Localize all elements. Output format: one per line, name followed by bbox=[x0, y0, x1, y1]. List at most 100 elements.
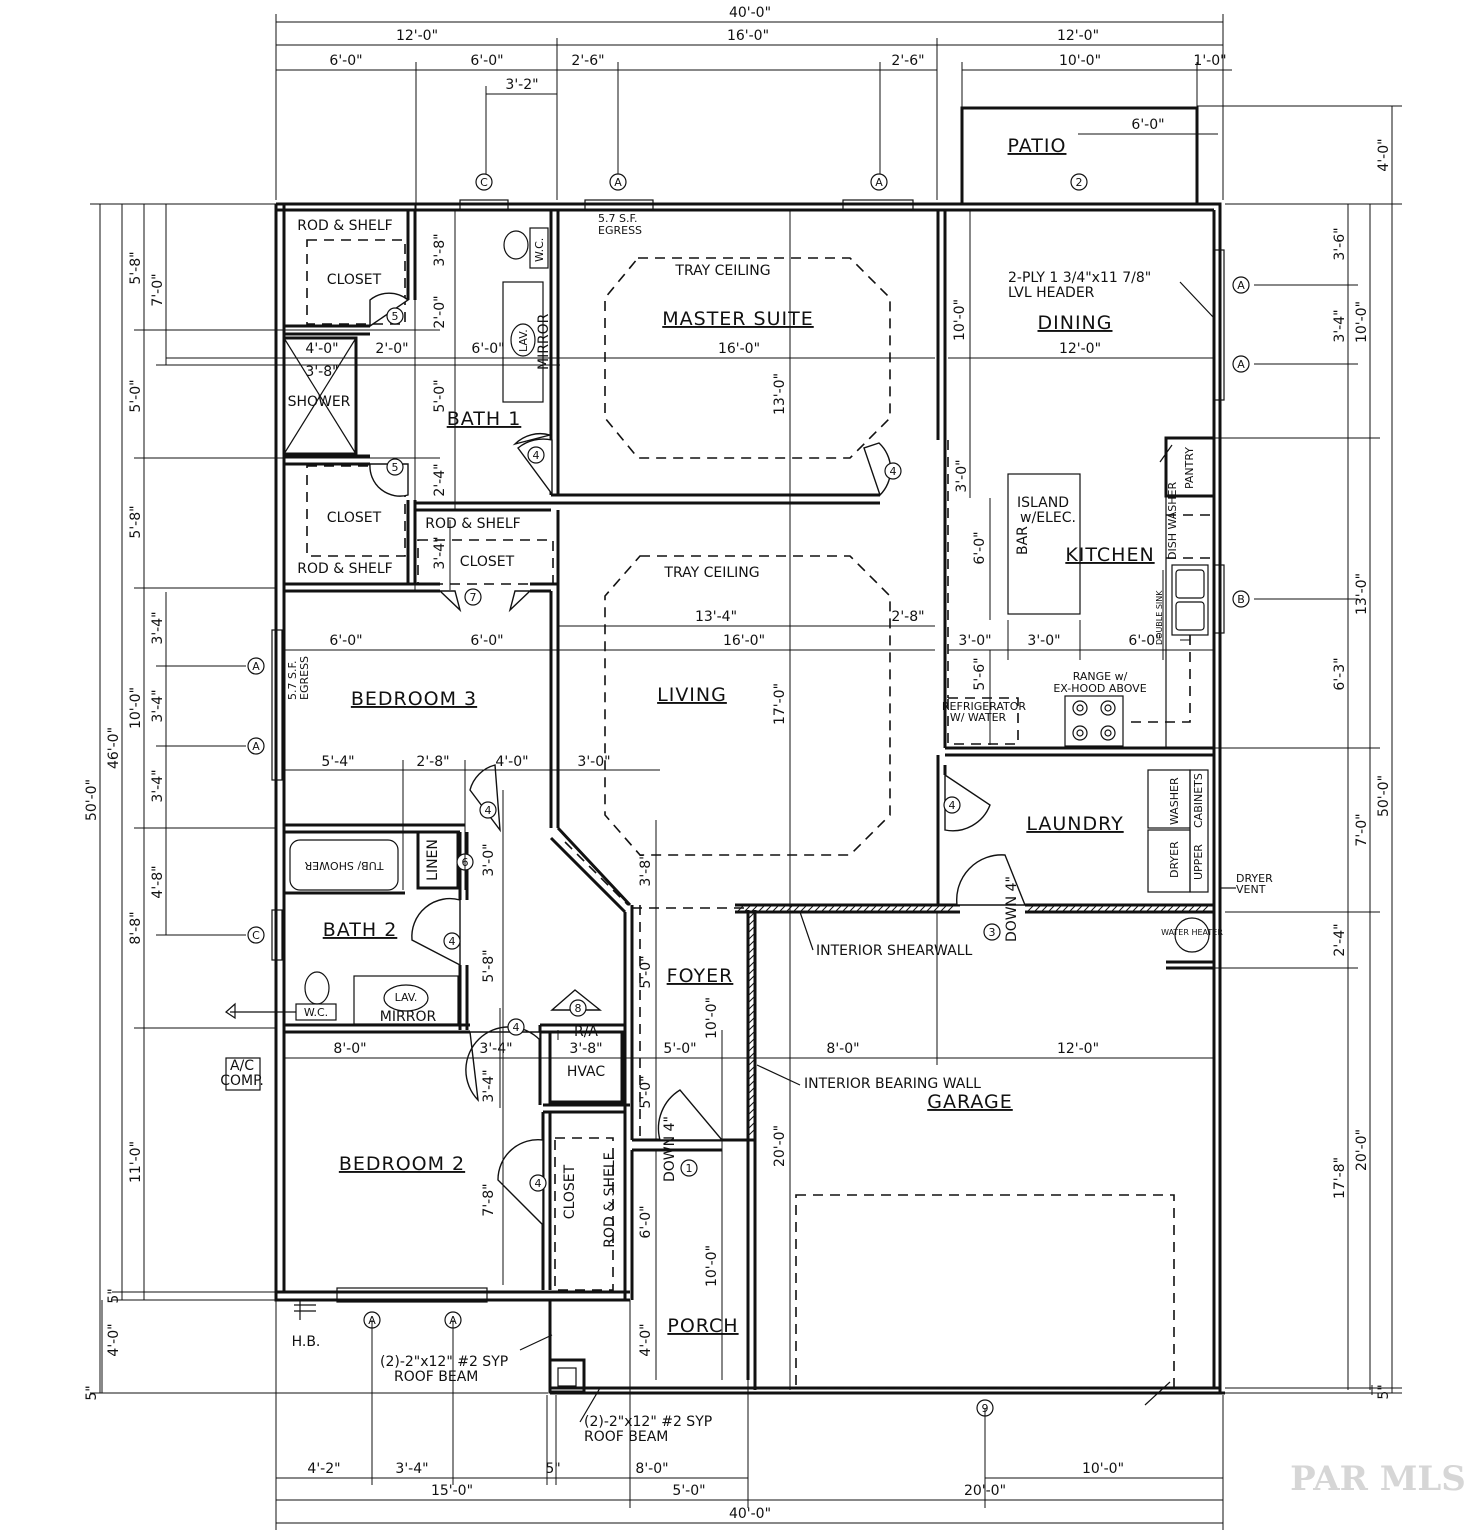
dim-16: 16'-0" bbox=[727, 28, 769, 44]
note-hose-bib: H.B. bbox=[292, 1334, 321, 1350]
note-fridge-1: REFRIGERATOR bbox=[942, 700, 1027, 713]
dim-bottom-4-2: 4'-2" bbox=[307, 1461, 340, 1477]
dim-right-50: 50'-0" bbox=[1376, 775, 1392, 817]
callout-tag-circle bbox=[247, 657, 265, 675]
note-island-elec: w/ELEC. bbox=[1020, 510, 1076, 526]
hatch-line bbox=[747, 1030, 756, 1039]
dim-left-5in-b: 5" bbox=[106, 1288, 122, 1303]
dim-6b: 6'-0" bbox=[470, 53, 503, 69]
hatch-line bbox=[1026, 904, 1035, 913]
dim-garage-12: 12'-0" bbox=[1057, 1041, 1099, 1057]
note-lav-bath1: LAV. bbox=[517, 329, 530, 352]
dim-living-2-8: 2'-8" bbox=[891, 609, 924, 625]
dim-bath1-5-0: 5'-0" bbox=[432, 379, 448, 412]
dim-left-4: 4'-0" bbox=[106, 1323, 122, 1356]
dim-hall-3-4: 3'-4" bbox=[479, 1041, 512, 1057]
top-dimensions: 40'-0" 12'-0" 16'-0" 12'-0" 6'-0" 6'-0" … bbox=[275, 5, 1232, 210]
hatch-line bbox=[747, 1086, 756, 1095]
dim-bed2-7-8: 7'-8" bbox=[481, 1183, 497, 1216]
dim-foyer-5c: 5'-0" bbox=[663, 1041, 696, 1057]
dashed-elements bbox=[306, 239, 1214, 1389]
hatch-line bbox=[1138, 904, 1147, 913]
hatch-line bbox=[743, 904, 752, 913]
note-wc-bath2: W.C. bbox=[304, 1006, 328, 1019]
dim-left-5a: 5'-0" bbox=[128, 379, 144, 412]
callout-tag-circle bbox=[569, 999, 587, 1017]
hatch-line bbox=[747, 1121, 756, 1130]
pantry-label: PANTRY bbox=[1183, 447, 1196, 489]
note-roof-beam-2b: ROOF BEAM bbox=[584, 1429, 668, 1445]
note-lvl-header-2: LVL HEADER bbox=[1008, 285, 1095, 301]
callout-tag: A bbox=[247, 737, 265, 755]
room-label-foyer: FOYER bbox=[667, 965, 734, 987]
callout-tag-circle bbox=[464, 588, 482, 606]
closet-label-4: CLOSET bbox=[562, 1164, 578, 1219]
hatch-line bbox=[747, 911, 756, 920]
callout-tag: A bbox=[609, 173, 627, 191]
hatch-line bbox=[747, 1065, 756, 1074]
callout-tag-label: 4 bbox=[535, 1177, 542, 1190]
callout-tag: C bbox=[247, 926, 265, 944]
dim-right-17-8: 17'-8" bbox=[1332, 1157, 1348, 1199]
dim-bottom-15: 15'-0" bbox=[431, 1483, 473, 1499]
hatch-line bbox=[747, 1058, 756, 1067]
hatch-line bbox=[1110, 904, 1119, 913]
hatch-line bbox=[1124, 904, 1133, 913]
hatch-line bbox=[1117, 904, 1126, 913]
dim-2-6b: 2'-6" bbox=[891, 53, 924, 69]
dim-foyer-10: 10'-0" bbox=[704, 997, 720, 1039]
hatch-line bbox=[771, 904, 780, 913]
exterior-walls bbox=[274, 202, 1225, 1395]
rod-shelf-label-4: ROD & SHELF bbox=[602, 1152, 618, 1247]
callout-tag-circle bbox=[1070, 173, 1088, 191]
inner-dimensions: 16'-0" 13'-0" 12'-0" 10'-0" 6'-0" 2'-0" … bbox=[166, 205, 1214, 1390]
dim-garage-8: 8'-0" bbox=[826, 1041, 859, 1057]
dim-right-3-6: 3'-6" bbox=[1332, 227, 1348, 260]
dim-kitchen-3c: 3'-0" bbox=[954, 459, 970, 492]
dim-12a: 12'-0" bbox=[396, 28, 438, 44]
callout-tag: 5 bbox=[386, 307, 404, 325]
dim-bath2-5-8: 5'-8" bbox=[481, 949, 497, 982]
note-egress-side-2: EGRESS bbox=[298, 656, 311, 700]
dim-bath1-6: 6'-0" bbox=[471, 341, 504, 357]
hatch-line bbox=[897, 904, 906, 913]
hatch-line bbox=[747, 960, 756, 969]
note-egress-top-2: EGRESS bbox=[598, 224, 642, 237]
dim-kitchen-6: 6'-0" bbox=[972, 531, 988, 564]
note-washer: WASHER bbox=[1168, 777, 1181, 825]
hatch-line bbox=[747, 1002, 756, 1011]
dim-right-20: 20'-0" bbox=[1354, 1129, 1370, 1171]
callout-tag-label: 5 bbox=[392, 461, 399, 474]
callout-tag-circle bbox=[870, 173, 888, 191]
hatch-line bbox=[747, 967, 756, 976]
callout-tag-circle bbox=[386, 307, 404, 325]
hatch-line bbox=[876, 904, 885, 913]
room-labels: MASTER SUITE DINING KITCHEN BATH 1 BEDRO… bbox=[288, 218, 1196, 1337]
callout-tag: 4 bbox=[507, 1018, 525, 1036]
dim-bath1-3-8: 3'-8" bbox=[305, 364, 338, 380]
note-ra: R/A bbox=[574, 1024, 598, 1040]
callout-tag-label: A bbox=[1237, 358, 1245, 371]
hatch-line bbox=[1201, 904, 1210, 913]
dim-6c: 6'-0" bbox=[1131, 117, 1164, 133]
hatch-line bbox=[1145, 904, 1154, 913]
hatch-line bbox=[1033, 904, 1042, 913]
hatch-line bbox=[1047, 904, 1056, 913]
hatch-line bbox=[757, 904, 766, 913]
dim-right-13: 13'-0" bbox=[1354, 573, 1370, 615]
room-label-porch: PORCH bbox=[667, 1315, 738, 1337]
dim-left-3-4a: 3'-4" bbox=[150, 611, 166, 644]
dim-bed3-6a: 6'-0" bbox=[329, 633, 362, 649]
note-tray-ceiling-1: TRAY CEILING bbox=[674, 263, 770, 279]
hatch-line bbox=[946, 904, 955, 913]
callout-tag-label: A bbox=[252, 660, 260, 673]
callout-tag: 3 bbox=[983, 923, 1001, 941]
dim-hall-3-4b: 3'-4" bbox=[481, 1069, 497, 1102]
dim-bed2-8: 8'-0" bbox=[333, 1041, 366, 1057]
note-shearwall: INTERIOR SHEARWALL bbox=[816, 943, 973, 959]
room-label-living: LIVING bbox=[657, 684, 727, 706]
dim-foyer-5b: 5'-0" bbox=[638, 1075, 654, 1108]
callout-tag-label: 4 bbox=[485, 804, 492, 817]
hatch-line bbox=[747, 995, 756, 1004]
